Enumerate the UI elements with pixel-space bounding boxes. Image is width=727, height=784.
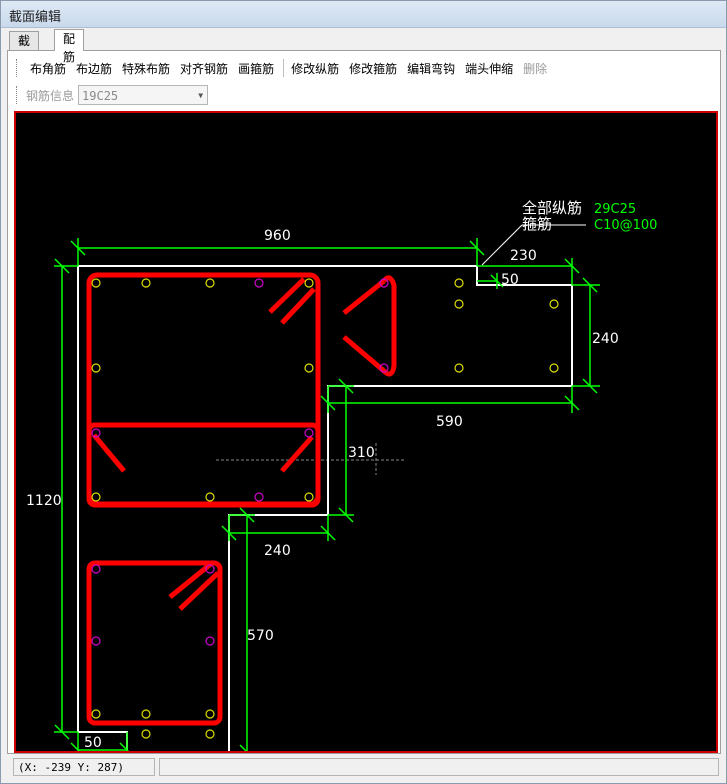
tab-section[interactable]: 截面	[9, 31, 40, 66]
rebar-info-bar: 钢筋信息 19C25 ▼	[16, 83, 209, 107]
rebar-info-value: 19C25	[82, 89, 119, 103]
dim-1120: 1120	[26, 493, 62, 509]
status-message	[159, 758, 719, 776]
special-bar-button[interactable]: 特殊布筋	[122, 61, 171, 76]
toolbar-grip[interactable]	[16, 86, 20, 104]
dim-310: 310	[348, 445, 375, 461]
end-extend-button[interactable]: 端头伸缩	[465, 61, 514, 76]
dim-240-middle: 240	[264, 543, 291, 559]
toolbar-separator	[283, 59, 285, 77]
dim-240-right: 240	[592, 331, 619, 347]
delete-button[interactable]: 删除	[523, 61, 548, 76]
stirrup-hooks	[92, 277, 316, 611]
edge-bar-button[interactable]: 布边筋	[76, 61, 113, 76]
dim-570: 570	[247, 628, 274, 644]
rebar-info-select[interactable]: 19C25 ▼	[78, 85, 209, 105]
dim-590: 590	[436, 414, 463, 430]
chevron-down-icon[interactable]: ▼	[198, 91, 204, 100]
status-bar: (X: -239 Y: 287)	[1, 755, 726, 783]
cursor-coordinates: (X: -239 Y: 287)	[13, 758, 155, 776]
cursor-crosshair	[216, 443, 404, 475]
draw-stirrup-button[interactable]: 画箍筋	[238, 61, 275, 76]
legend-longitudinal-label: 全部纵筋	[522, 199, 582, 217]
dim-230: 230	[510, 248, 537, 264]
edit-stirrup-button[interactable]: 修改箍筋	[349, 61, 398, 76]
window-title: 截面编辑	[9, 10, 62, 25]
stirrups	[86, 272, 397, 726]
dim-50-top: 50	[501, 272, 519, 288]
legend-longitudinal-value: 29C25	[594, 202, 636, 217]
dim-50-bottom: 50	[84, 735, 102, 751]
drawing-canvas[interactable]: 960 230 50 240 590 310 1120 240 570 50 1…	[14, 111, 718, 784]
reinforcement-panel: 布角筋 布边筋 特殊布筋 对齐钢筋 画箍筋 修改纵筋 修改箍筋 编辑弯钩 端头伸…	[7, 50, 721, 784]
rebar-info-label: 钢筋信息	[26, 88, 75, 103]
legend-stirrup-label: 箍筋	[522, 215, 552, 233]
edit-longitudinal-button[interactable]: 修改纵筋	[291, 61, 340, 76]
legend-stirrup-value: C10@100	[594, 218, 657, 233]
corner-bar-button[interactable]: 布角筋	[30, 61, 67, 76]
longitudinal-bars	[91, 278, 559, 739]
align-bar-button[interactable]: 对齐钢筋	[180, 61, 229, 76]
toolbar-grip[interactable]	[16, 59, 20, 77]
dim-960: 960	[264, 228, 291, 244]
tab-reinforcement[interactable]: 配筋	[54, 29, 85, 64]
section-outline	[77, 265, 573, 753]
legend-leader	[481, 224, 523, 266]
title-bar: 截面编辑	[1, 1, 726, 28]
rebar-toolbar: 布角筋 布边筋 特殊布筋 对齐钢筋 画箍筋 修改纵筋 修改箍筋 编辑弯钩 端头伸…	[16, 57, 553, 79]
section-drawing[interactable]: 960 230 50 240 590 310 1120 240 570 50 1…	[16, 113, 716, 784]
edit-hook-button[interactable]: 编辑弯钩	[407, 61, 456, 76]
